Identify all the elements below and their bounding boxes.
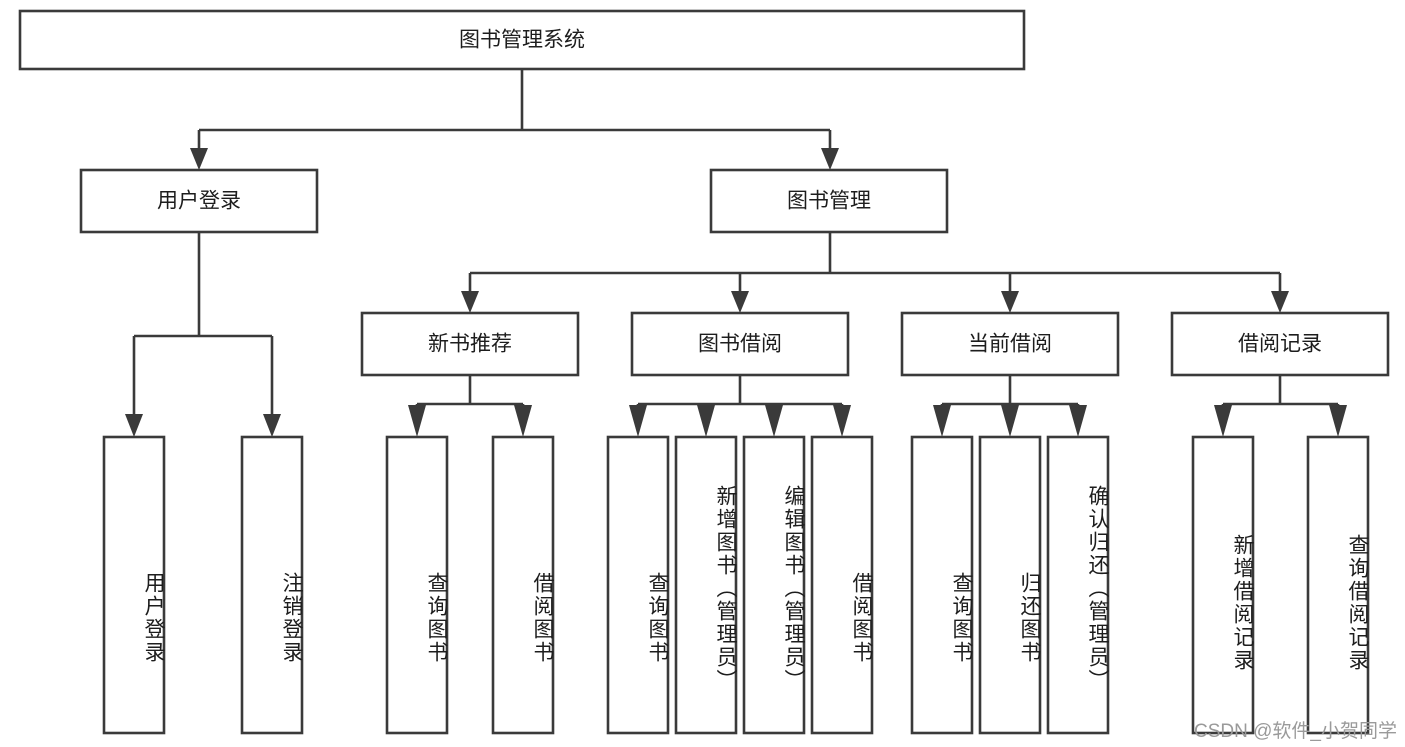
- node-root-label: 图书管理系统: [459, 29, 585, 52]
- arrowhead-icon: [933, 405, 951, 437]
- arrowhead-icon: [1271, 291, 1289, 313]
- arrowhead-icon: [697, 405, 715, 437]
- arrowhead-icon: [408, 405, 426, 437]
- node-book-management-label: 图书管理: [787, 190, 871, 213]
- arrowhead-icon: [1001, 291, 1019, 313]
- node-leaf-borrow-book-2[interactable]: [810, 435, 874, 735]
- arrowhead-icon: [629, 405, 647, 437]
- arrowhead-icon: [461, 291, 479, 313]
- arrowhead-icon: [765, 405, 783, 437]
- arrowhead-icon: [190, 148, 208, 170]
- node-new-book-recommend-label: 新书推荐: [428, 333, 512, 356]
- node-leaf-query-book-2[interactable]: [606, 435, 670, 735]
- arrowhead-icon: [731, 291, 749, 313]
- node-leaf-query-record[interactable]: [1306, 435, 1370, 735]
- node-borrow-record[interactable]: [1170, 311, 1390, 377]
- arrowhead-icon: [821, 148, 839, 170]
- node-leaf-edit-book[interactable]: [742, 435, 806, 735]
- node-leaf-confirm-return[interactable]: [1046, 435, 1110, 735]
- node-borrow-record-label: 借阅记录: [1238, 333, 1322, 356]
- arrowhead-icon: [1214, 405, 1232, 437]
- arrowhead-icon: [125, 414, 143, 437]
- node-leaf-borrow-book-1[interactable]: [491, 435, 555, 735]
- node-leaf-add-book[interactable]: [674, 435, 738, 735]
- node-leaf-add-record[interactable]: [1191, 435, 1255, 735]
- node-current-borrow[interactable]: [900, 311, 1120, 377]
- label-layer: 图书管理系统 用户登录 图书管理 新书推荐 图书借阅 当前借阅 借阅记录: [157, 29, 1322, 356]
- node-current-borrow-label: 当前借阅: [968, 333, 1052, 356]
- node-leaf-logout[interactable]: [240, 435, 304, 735]
- node-leaf-return-book[interactable]: [978, 435, 1042, 735]
- node-book-borrow-label: 图书借阅: [698, 333, 782, 356]
- arrowhead-icon: [833, 405, 851, 437]
- node-root[interactable]: [18, 9, 1026, 71]
- arrowhead-layer: [125, 148, 1347, 437]
- node-user-login[interactable]: [79, 168, 319, 234]
- node-leaf-query-book-3[interactable]: [910, 435, 974, 735]
- arrowhead-icon: [1329, 405, 1347, 437]
- arrowhead-icon: [514, 405, 532, 437]
- node-user-login-label: 用户登录: [157, 190, 241, 213]
- node-leaf-user-login[interactable]: [102, 435, 166, 735]
- arrowhead-icon: [1069, 405, 1087, 437]
- node-new-book-recommend[interactable]: [360, 311, 580, 377]
- node-leaf-query-book-1[interactable]: [385, 435, 449, 735]
- arrowhead-icon: [263, 414, 281, 437]
- node-layer: [18, 9, 1390, 735]
- node-book-management[interactable]: [709, 168, 949, 234]
- node-book-borrow[interactable]: [630, 311, 850, 377]
- arrowhead-icon: [1001, 405, 1019, 437]
